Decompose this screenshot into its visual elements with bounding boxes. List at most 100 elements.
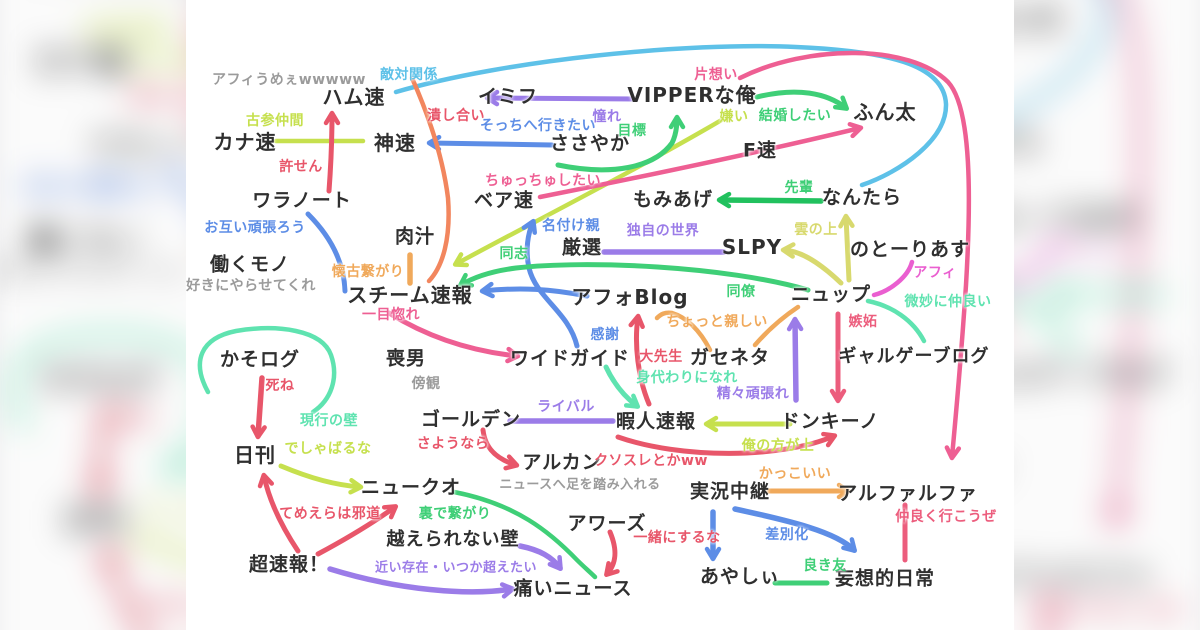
relation-label: お互い頑張ろう [20, 175, 169, 200]
relation-arrow [323, 110, 341, 194]
relation-label: 微妙に仲良い [1046, 284, 1174, 308]
relation-arrow [537, 122, 864, 200]
relation-label: 名付け親 [542, 218, 600, 234]
relation-arrow [426, 134, 555, 152]
diagram-node: あやしぃ [699, 565, 781, 588]
relation-arrow [555, 114, 686, 173]
diagram-node: 働くモノ [28, 224, 146, 258]
relation-arrows-layer [197, 43, 972, 599]
diagram-node: スチーム速報 [347, 283, 473, 307]
diagram-node: のとーりあす [849, 238, 971, 261]
relation-arrow [521, 218, 580, 349]
relation-label: 憧れ [592, 109, 622, 125]
diagram-node: ゴールデン [420, 408, 522, 431]
relation-arrow [315, 504, 399, 557]
relation-label: ライバル [537, 399, 595, 415]
relation-label: 身代わりになれ [636, 370, 738, 386]
relation-label: 死ね [109, 407, 153, 431]
diagram-node: アルファルファ [838, 482, 978, 505]
relation-label: 敵対関係 [380, 67, 438, 83]
diagram-node: ワイドガイド [509, 347, 631, 370]
relation-label: 裏で繋がり [418, 506, 492, 522]
diagram-node: 超速報！ [248, 553, 330, 576]
diagram-node: 日刊 [63, 502, 126, 538]
diagram-node: ワラノート [252, 189, 352, 212]
relation-label: 差別化 [765, 527, 809, 543]
relation-label: 嫌い [719, 109, 749, 125]
diagram-node: アルカン [522, 451, 602, 474]
relation-arrow [603, 364, 641, 409]
relation-arrow [479, 281, 590, 299]
relation-label: 雲の上 [794, 222, 838, 238]
relation-label: 仲良く行こうぜ [895, 509, 997, 525]
relation-arrow [786, 316, 804, 403]
diagram-note: アフィうめぇwwwww [212, 72, 366, 88]
relation-label: 一緒にするな [633, 530, 721, 546]
relation-label: 一目惚れ [362, 307, 420, 323]
relation-label: 嫉妬 [848, 314, 878, 330]
diagram-node: 喪男 [385, 347, 427, 370]
relation-arrow [409, 75, 451, 284]
relation-label: お互い頑張ろう [204, 220, 306, 236]
diagram-node: 実況中継 [689, 480, 771, 503]
diagram-node: 肉汁 [394, 225, 436, 248]
diagram-node: SLPY [721, 235, 783, 259]
relation-label: 潰し合い [427, 108, 485, 124]
relation-label: 感謝 [590, 327, 620, 343]
relation-label: さようなら [416, 436, 490, 452]
relation-arrow [386, 310, 521, 364]
relation-arrow [838, 213, 855, 283]
relation-arrow [780, 242, 844, 286]
diagram-node: ささやか [549, 132, 631, 155]
diagram-node: 神速 [374, 131, 416, 155]
diagram-node: 厳選 [561, 236, 603, 259]
relation-arrow [732, 506, 857, 553]
relation-label: そっちへ行きたい [480, 118, 596, 134]
relation-arrow [754, 89, 850, 111]
diagram-note: 好きにやらせてくれ [186, 278, 316, 294]
relation-label: 許せん [279, 159, 323, 175]
relation-label: 懐古繋がり [331, 264, 405, 280]
relation-arrow [716, 191, 824, 209]
relation-label: 仲良く行こうぜ [1032, 599, 1182, 623]
diagram-node: ベア速 [473, 189, 535, 212]
relation-label: 同志 [499, 246, 529, 262]
relation-label: 死ね [265, 378, 295, 394]
relation-label: 近い存在・いつか超えたい [374, 560, 538, 576]
diagram-node: F速 [743, 139, 777, 162]
relation-arrow [517, 543, 563, 572]
relation-arrow [615, 431, 838, 456]
relation-arrow [480, 427, 520, 471]
relation-arrow [752, 304, 801, 348]
diagram-note: 好きにやらせてくれ [0, 260, 184, 285]
relation-label: かっこいい [758, 466, 832, 482]
diagram-node: 日刊 [234, 443, 276, 467]
relation-label: てめえらは邪道 [279, 506, 381, 522]
diagram-node: 越えられない壁 [386, 529, 520, 550]
relation-label: 良き友 [803, 558, 847, 574]
relation-arrow [628, 313, 652, 407]
relation-label: 精々頑張れ [716, 386, 790, 402]
relation-arrow [257, 472, 301, 554]
relation-arrow [327, 566, 516, 599]
relation-label: でしゃばるな [284, 441, 372, 457]
relation-arrow [87, 403, 112, 498]
relation-arrow [278, 463, 364, 495]
diagram-node: ハム速 [322, 85, 386, 109]
relation-label: 許せん [130, 86, 194, 110]
relation-arrow [604, 529, 620, 577]
relation-arrow [871, 259, 915, 298]
relation-label: ちょっと親しい [666, 314, 768, 330]
relation-label: 古参仲間 [246, 113, 304, 129]
diagram-node: 痛いニュース [513, 577, 633, 600]
relation-arrow [98, 546, 143, 630]
relation-arrow [305, 211, 348, 294]
diagram-node: VIPPERな俺 [627, 83, 757, 107]
relation-label: 俺の方が上 [741, 438, 815, 454]
diagram-node: カナ速 [213, 130, 277, 154]
relation-arrow [484, 89, 639, 107]
diagram-node: ニュップ [790, 283, 872, 306]
relation-arrow [451, 489, 598, 580]
